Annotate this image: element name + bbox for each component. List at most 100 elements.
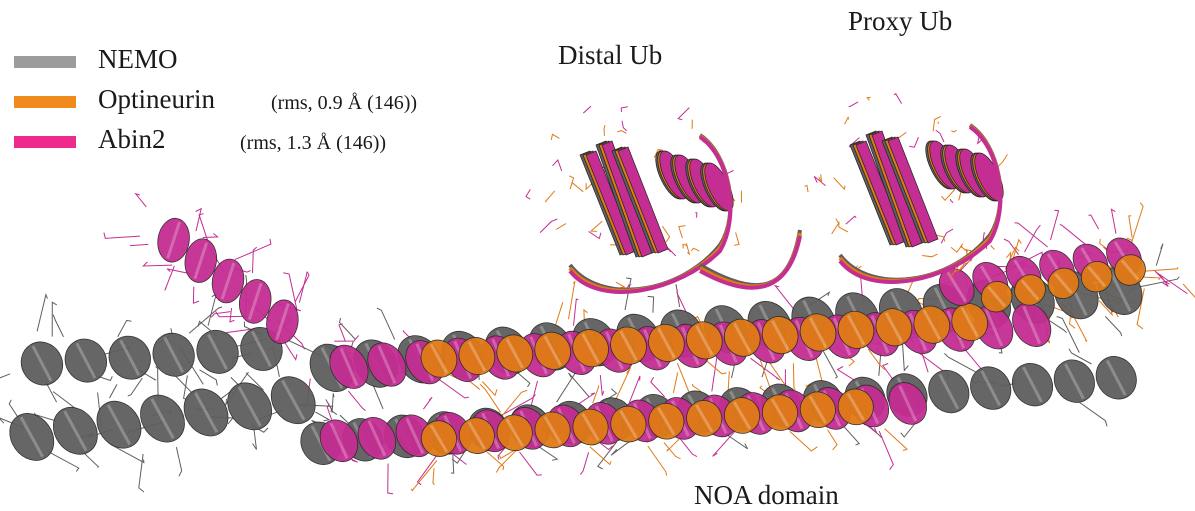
legend-rms-optineurin: (rms, 0.9 Å (146))	[271, 92, 417, 115]
side-chain-stick	[629, 376, 640, 403]
ub-side-chain	[622, 121, 627, 131]
ub-side-chain	[678, 108, 689, 120]
side-chain-stick	[1060, 225, 1085, 245]
side-chain-stick	[1088, 215, 1098, 229]
side-chain-stick	[340, 318, 356, 340]
legend-swatch-nemo	[14, 56, 76, 68]
side-chain-stick	[664, 442, 681, 458]
proximal-ubiquitin	[805, 94, 1010, 282]
side-chain-stick	[423, 397, 432, 409]
ub-side-chain	[679, 226, 686, 239]
noa-domain-label: NOA domain	[694, 480, 839, 511]
side-chain-stick	[143, 262, 172, 266]
ub-side-chain	[695, 213, 697, 218]
side-chain-stick	[569, 373, 589, 397]
side-chain-stick	[315, 412, 329, 421]
legend-label-abin2: Abin2	[98, 124, 166, 155]
ub-side-chain	[556, 224, 566, 230]
side-chain-stick	[109, 384, 117, 398]
ub-side-chain	[604, 125, 605, 136]
ub-side-chain	[526, 189, 530, 199]
ub-side-chain	[845, 117, 849, 124]
side-chain-stick	[128, 378, 143, 396]
ub-side-chain	[909, 137, 918, 147]
ub-side-chain	[832, 219, 839, 234]
distal-ubiquitin	[526, 106, 742, 292]
side-chain-stick	[193, 287, 199, 304]
side-chain-stick	[189, 307, 222, 333]
legend-label-optineurin: Optineurin	[98, 84, 215, 115]
side-chain-stick	[0, 374, 10, 380]
ubiquitin-domains	[526, 94, 1009, 292]
side-chain-stick	[377, 308, 395, 340]
ub-side-chain	[894, 94, 902, 104]
side-chain-stick	[574, 299, 579, 326]
side-chain-stick	[1183, 284, 1195, 306]
side-chain-stick	[793, 363, 795, 390]
side-chain-stick	[580, 452, 588, 474]
ub-side-chain	[951, 130, 956, 132]
legend-rms-abin2: (rms, 1.3 Å (146))	[240, 132, 386, 155]
side-chain-stick	[53, 315, 63, 337]
ub-side-chain	[617, 131, 626, 134]
ub-side-chain	[569, 176, 573, 189]
side-chain-stick	[9, 400, 18, 418]
side-chain-stick	[253, 428, 257, 450]
side-chain-stick	[130, 244, 148, 245]
side-chain-stick	[600, 375, 603, 395]
side-chain-stick	[136, 194, 147, 207]
ub-side-chain	[814, 176, 825, 185]
ub-side-chain	[951, 244, 963, 253]
side-chain-stick	[37, 295, 47, 332]
side-chain-stick	[452, 453, 467, 464]
ub-side-chain	[805, 185, 809, 192]
side-chain-stick	[1057, 317, 1080, 353]
ub-side-chain	[583, 106, 591, 113]
side-chain-stick	[496, 448, 518, 472]
side-chain-stick	[677, 363, 691, 396]
ub-side-chain	[545, 191, 555, 202]
side-chain-stick	[790, 431, 818, 451]
side-chain-stick	[53, 392, 77, 410]
side-chain-stick	[199, 214, 208, 243]
side-chain-stick	[625, 278, 631, 310]
ub-side-chain	[950, 199, 953, 203]
side-chain-stick	[648, 446, 667, 476]
ub-side-chain	[621, 107, 628, 112]
ub-side-chain	[936, 130, 944, 142]
ub-side-chain	[834, 178, 846, 189]
side-chain-stick	[118, 320, 132, 336]
side-chain-stick	[712, 355, 721, 392]
side-chain-stick	[451, 455, 454, 473]
side-chain-stick	[208, 294, 216, 325]
side-chain-stick	[648, 296, 654, 312]
side-chain-stick	[1015, 223, 1048, 247]
ub-side-chain	[616, 282, 624, 288]
ub-linker	[700, 236, 800, 288]
legend-swatch-optineurin	[14, 96, 76, 108]
ub-side-chain	[867, 97, 870, 100]
side-chain-stick	[156, 366, 159, 398]
side-chain-stick	[299, 272, 307, 303]
distal-ub-label: Distal Ub	[558, 40, 662, 71]
ub-side-chain	[997, 154, 1007, 167]
side-chain-stick	[339, 324, 345, 341]
ub-side-chain	[734, 233, 739, 246]
ub-side-chain	[991, 245, 995, 249]
side-chain-stick	[885, 429, 907, 451]
ub-side-chain	[540, 219, 557, 233]
side-chain-stick	[332, 393, 334, 412]
proxy-ub-label: Proxy Ub	[848, 6, 952, 37]
ub-side-chain	[691, 248, 699, 251]
side-chain-stick	[1129, 216, 1132, 238]
side-chain-stick	[433, 468, 435, 485]
side-chain-stick	[1078, 402, 1107, 427]
ub-side-chain	[849, 102, 858, 107]
ub-side-chain	[589, 232, 601, 239]
side-chain-stick	[1105, 316, 1121, 336]
side-chain-stick	[828, 430, 838, 450]
side-chain-stick	[520, 452, 542, 475]
side-chain-stick	[176, 447, 181, 476]
